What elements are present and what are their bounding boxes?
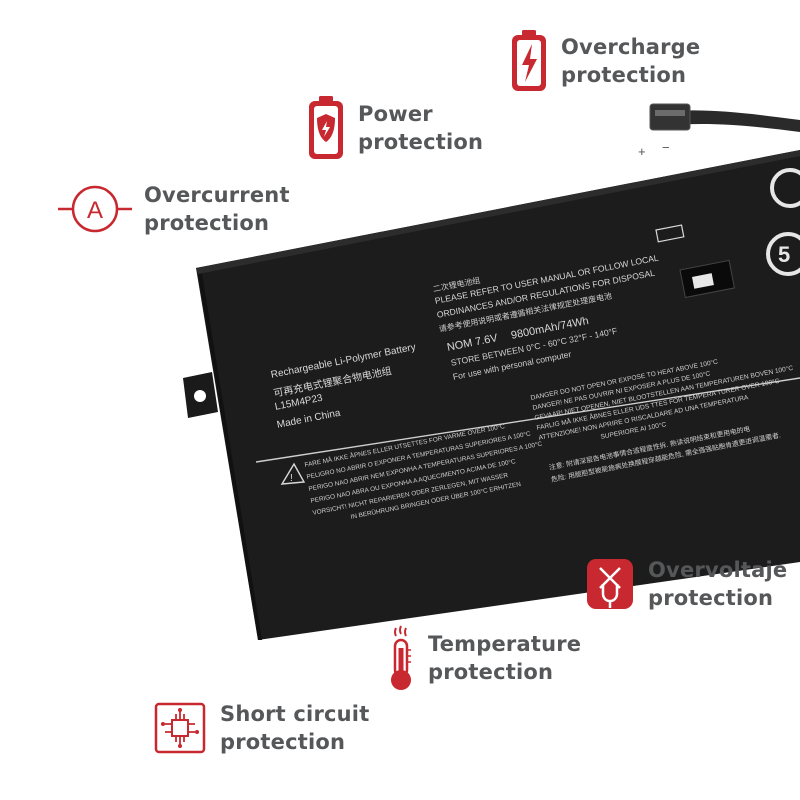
terminal-plus: + [638,144,646,159]
chip-icon [154,702,206,754]
battery-bolt-icon [512,30,546,91]
feature-overcharge-title-2: protection [561,63,687,87]
feature-overcharge: Overcharge protection [509,28,700,94]
feature-temperature: Temperature protection [386,624,581,692]
feature-overcurrent: A Overcurrent protection [58,180,290,238]
ampere-icon-letter: A [87,197,103,224]
connector-plug [649,103,691,131]
feature-overvoltage-title-2: protection [648,586,774,610]
feature-overcurrent-title-1: Overcurrent [144,183,290,207]
thermometer-icon [391,625,411,690]
ampere-icon: A [58,185,132,233]
voltage-icon [587,559,633,609]
feature-overvoltage-title-1: Overvoltaje [648,558,788,582]
feature-temperature-title-2: protection [428,660,554,684]
feature-short-title-2: protection [220,730,346,754]
feature-power-title-2: protection [358,130,484,154]
battery-shield-icon [309,96,343,159]
battery-body [196,150,800,640]
terminal-minus: − [662,140,670,155]
feature-temperature-title-1: Temperature [428,632,582,656]
svg-text:5: 5 [778,242,790,267]
feature-overcurrent-title-2: protection [144,211,270,235]
battery-symbol [655,224,685,243]
feature-short-title-1: Short circuit [220,702,370,726]
feature-overcharge-title-1: Overcharge [561,35,701,59]
feature-overvoltage: Overvoltaje protection [586,556,787,612]
feature-short-circuit: Short circuit protection [154,700,369,756]
feature-power-title-1: Power [358,102,433,126]
connector-cable [662,110,800,132]
label-divider [255,377,800,463]
svg-text:!: ! [290,473,293,484]
feature-power: Power protection [306,94,483,162]
cert-mark-ce [770,168,800,208]
cert-mark-recycle [766,232,800,276]
warning-triangle [280,462,306,485]
